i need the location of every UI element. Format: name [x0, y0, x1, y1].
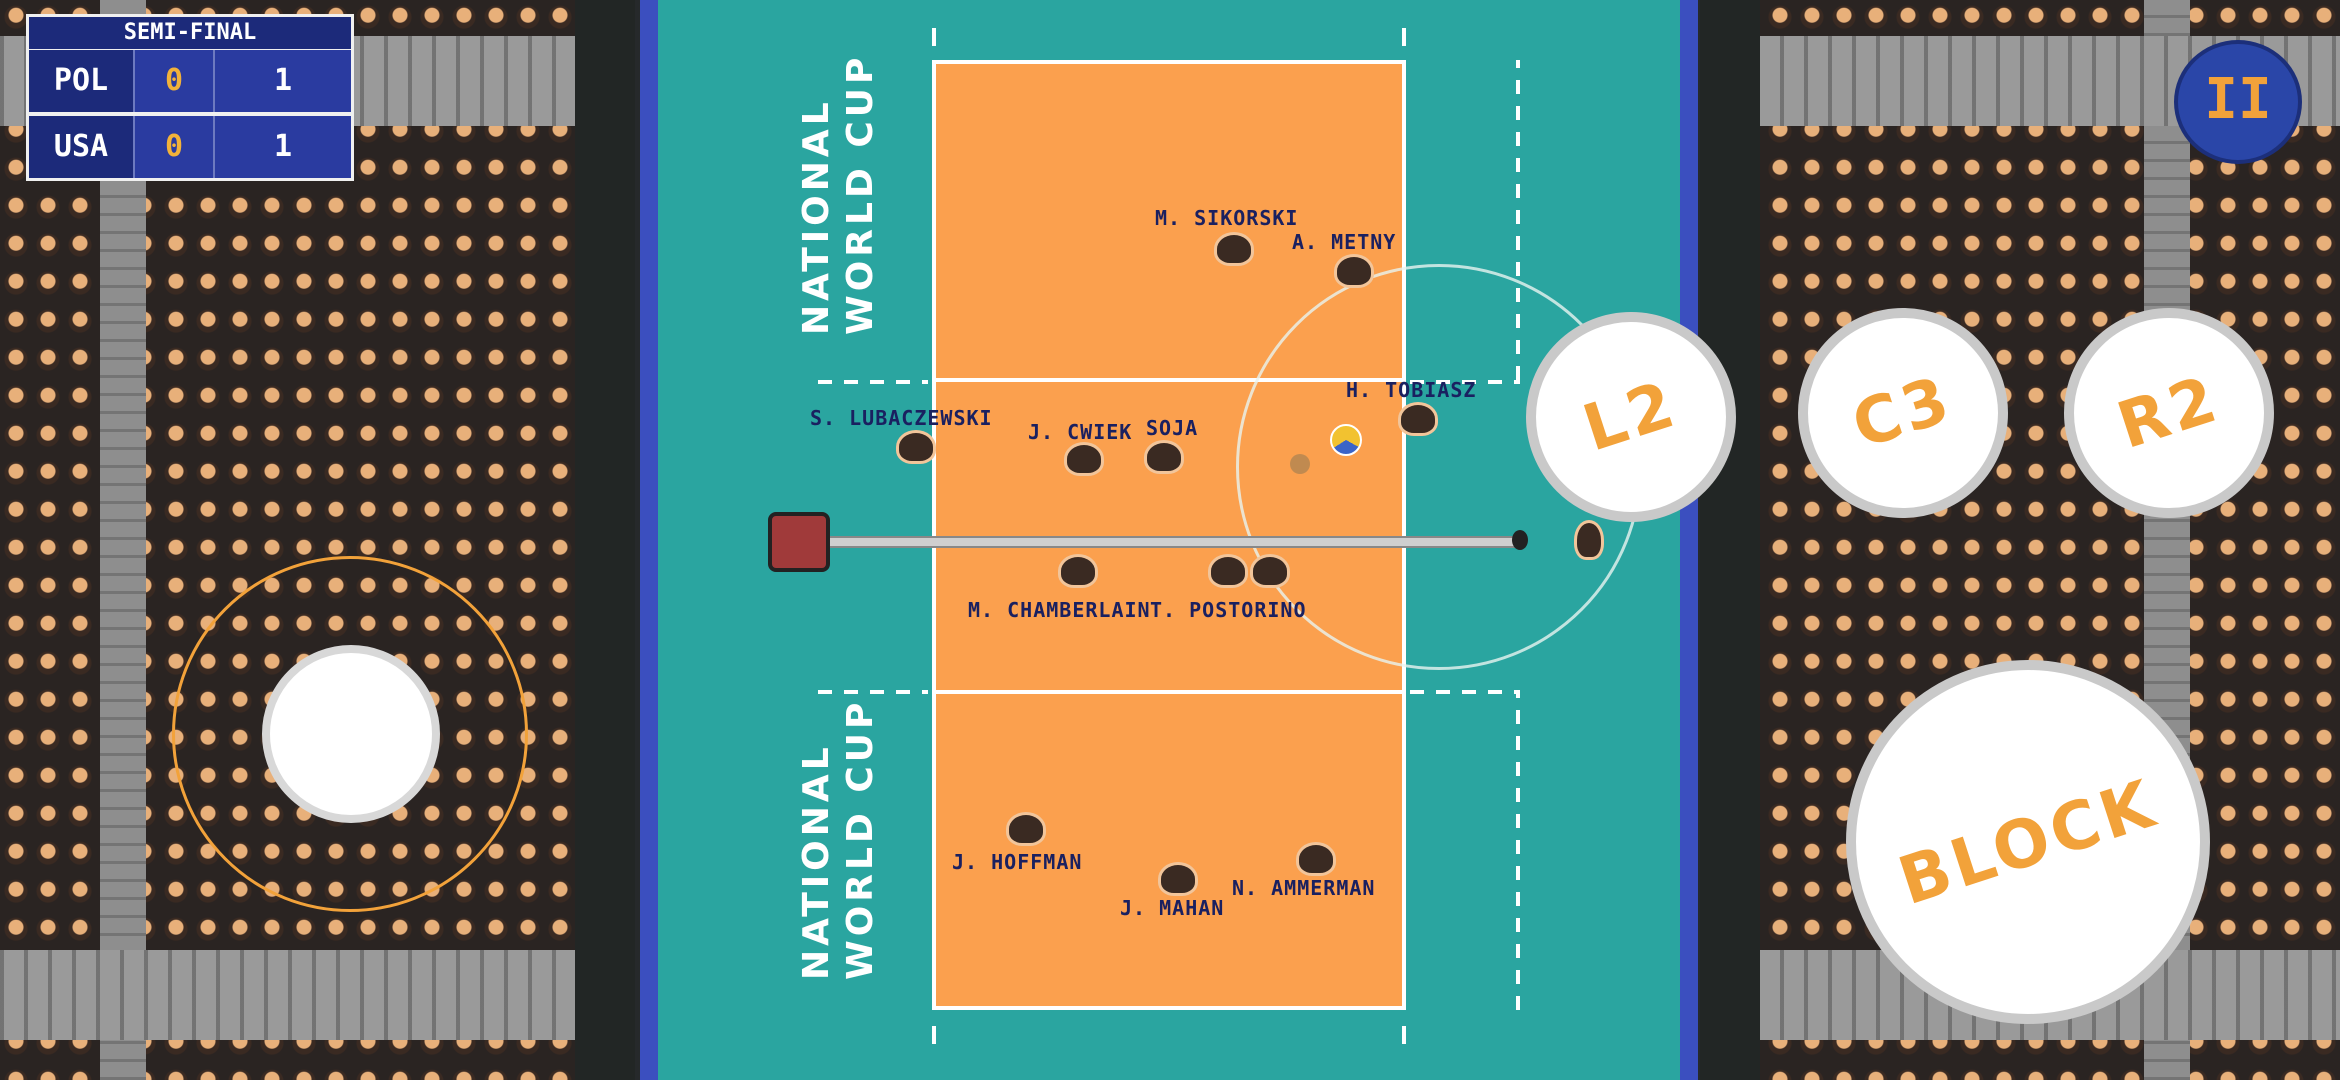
attack-line-extension-right-bottom [1410, 690, 1520, 694]
player-sprite [1058, 554, 1098, 588]
block-button-label: BLOCK [1889, 764, 2167, 920]
player-sprite [1158, 862, 1198, 896]
player-name-label: A. METNY [1292, 230, 1397, 254]
court-border-right [1680, 0, 1698, 1080]
world-cup-banner-bottom: NATIONAL WORLD CUP [795, 699, 883, 980]
court-border-left [640, 0, 658, 1080]
player-sprite [1296, 842, 1336, 876]
player-name-label: S. LUBACZEWSKI [810, 406, 993, 430]
court-tick [1402, 1026, 1406, 1044]
volleyball-ball [1330, 424, 1362, 456]
right-aisle [1700, 0, 1760, 1080]
player-name-label: J. CWIEK [1028, 420, 1133, 444]
banner-line: WORLD CUP [840, 53, 881, 335]
scoreboard-row-usa: USA 0 1 [26, 115, 354, 181]
player-sprite [1144, 440, 1184, 474]
attack-line-extension-left-bottom [818, 690, 928, 694]
right-stands [1700, 0, 2340, 1080]
match-stage-title: SEMI-FINAL [26, 14, 354, 49]
l2-button-label: L2 [1575, 367, 1687, 467]
world-cup-banner-top: NATIONAL WORLD CUP [795, 54, 883, 335]
banner-line: NATIONAL [796, 743, 837, 980]
c3-button[interactable]: C3 [1798, 308, 2008, 518]
team-points: 1 [215, 50, 351, 112]
player-sprite [1064, 442, 1104, 476]
team-sets: 0 [135, 50, 215, 112]
banner-line: NATIONAL [796, 98, 837, 335]
team-name: POL [29, 50, 135, 112]
player-name-label: T. POSTORINO [1150, 598, 1307, 622]
block-button[interactable]: BLOCK [1846, 660, 2210, 1024]
joystick-knob[interactable] [262, 645, 440, 823]
player-name-label: M. CHAMBERLAIN [968, 598, 1151, 622]
net-post-right [1512, 530, 1528, 550]
team-sets: 0 [135, 116, 215, 178]
player-sprite [1398, 402, 1438, 436]
l2-button[interactable]: L2 [1526, 312, 1736, 522]
service-zone-line-top [1516, 60, 1520, 380]
player-sprite [1208, 554, 1248, 588]
court-tick [1402, 28, 1406, 46]
player-name-label: J. HOFFMAN [952, 850, 1083, 874]
volleyball-net [810, 536, 1522, 548]
player-name-label: J. MAHAN [1120, 896, 1225, 920]
r2-button-label: R2 [2109, 362, 2229, 464]
court-tick [932, 28, 936, 46]
scoreboard-row-pol: POL 0 1 [26, 49, 354, 115]
player-name-label: N. AMMERMAN [1232, 876, 1376, 900]
team-points: 1 [215, 116, 351, 178]
player-name-label: M. SIKORSKI [1155, 206, 1299, 230]
player-sprite [1250, 554, 1290, 588]
left-bottom-railing [0, 950, 575, 1040]
c3-button-label: C3 [1844, 362, 1962, 464]
player-name-label: H. TOBIASZ [1346, 378, 1477, 402]
scoreboard: SEMI-FINAL POL 0 1 USA 0 1 [26, 14, 354, 181]
player-sprite [1334, 254, 1374, 288]
r2-button[interactable]: R2 [2064, 308, 2274, 518]
attack-line-top [932, 378, 1406, 382]
net-post-left [768, 512, 830, 572]
player-sprite [896, 430, 936, 464]
player-name-label: SOJA [1146, 416, 1199, 440]
player-sprite [1214, 232, 1254, 266]
attack-line-extension-left-top [818, 380, 928, 384]
ball-shadow [1290, 454, 1310, 474]
pause-button[interactable]: II [2174, 40, 2302, 164]
court-tick [932, 1026, 936, 1044]
left-aisle [575, 0, 635, 1080]
service-zone-line-bottom [1516, 690, 1520, 1010]
player-sprite [1006, 812, 1046, 846]
server-sprite [1574, 520, 1604, 560]
banner-line: WORLD CUP [840, 698, 881, 980]
joystick-ring [172, 556, 528, 912]
team-name: USA [29, 116, 135, 178]
attack-line-bottom [932, 690, 1406, 694]
